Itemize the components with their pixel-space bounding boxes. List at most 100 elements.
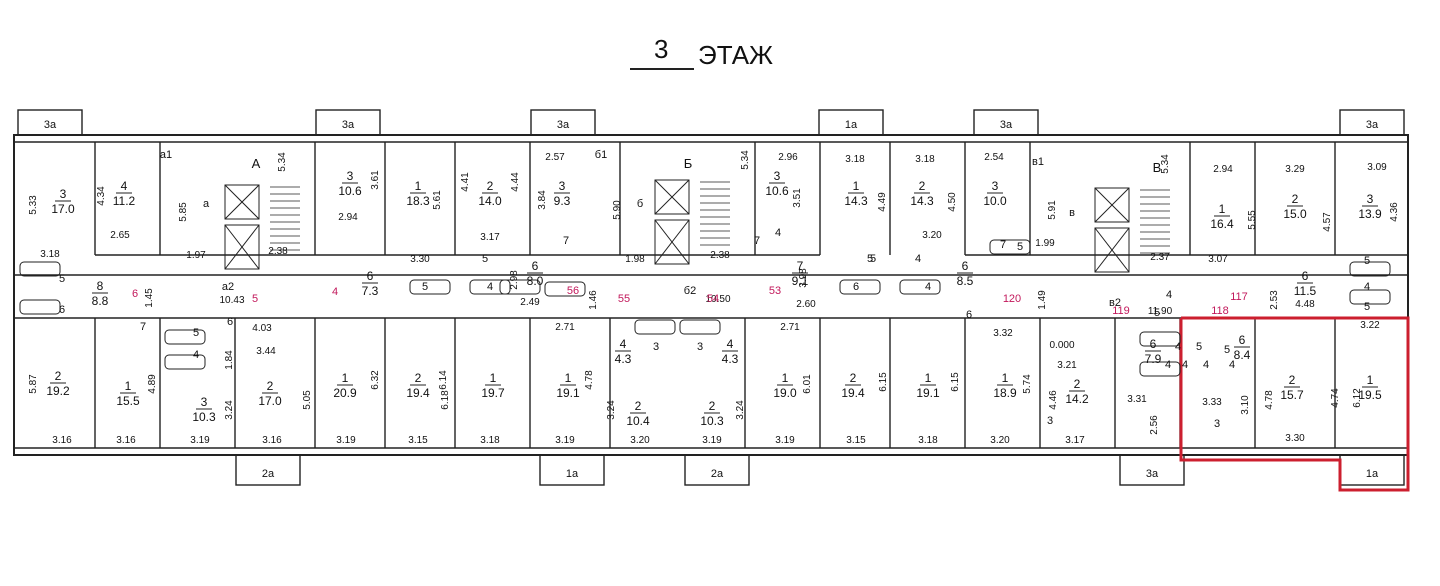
dimension-label: 3.24: [606, 400, 617, 420]
small-room-number: 4: [487, 281, 493, 293]
dimension-label: 3.15: [846, 435, 866, 446]
room-number: 2: [709, 399, 716, 413]
small-room-number: 3: [1047, 415, 1053, 427]
dimension-label: 2.94: [1213, 164, 1233, 175]
room-area: 10.3: [700, 414, 724, 428]
dimension-label: 3.98: [798, 268, 809, 288]
small-room-number: 5: [1364, 301, 1370, 313]
dimension-label: 2.65: [110, 230, 130, 241]
corridor-number: 55: [618, 293, 630, 305]
lift-shaft: [1094, 187, 1130, 223]
room-number: 7: [797, 259, 804, 273]
dimension-label: 3.30: [410, 254, 430, 265]
room-area: 19.1: [556, 386, 580, 400]
dimension-label: 3.17: [480, 232, 500, 243]
dimension-label: 4.46: [1048, 390, 1059, 410]
stair-label: б2: [684, 285, 696, 297]
dimension-label: 2.49: [520, 297, 540, 308]
stair-label: а: [203, 198, 210, 210]
dimension-label: 3.22: [1360, 320, 1380, 331]
room-number: 1: [1002, 371, 1009, 385]
small-room-number: 5: [1154, 307, 1160, 319]
small-room-number: 4: [915, 253, 921, 265]
dimension-label: 3.29: [1285, 164, 1305, 175]
lift-cross: [1094, 187, 1130, 223]
small-room-number: 5: [1364, 255, 1370, 267]
dimension-label: 6.14: [438, 370, 449, 390]
small-room-number: 6: [59, 304, 65, 316]
small-room-number: 5: [1017, 241, 1023, 253]
sanitary-fixture: [1349, 289, 1391, 305]
stair-label: в1: [1032, 156, 1044, 168]
balcony-bottom-label: 2а: [262, 468, 275, 480]
room-area: 9.3: [554, 194, 571, 208]
stair-label: а2: [222, 281, 234, 293]
corridor-number: 4: [332, 286, 338, 298]
room-number: 1: [342, 371, 349, 385]
balcony-top: [818, 109, 884, 136]
room-number: 6: [1239, 333, 1246, 347]
sanitary-fixture: [19, 299, 61, 315]
dimension-label: 4.78: [1264, 390, 1275, 410]
balcony-top: [17, 109, 83, 136]
small-room-number: 4: [1165, 359, 1171, 371]
entrance-letter: Б: [684, 156, 693, 171]
dimension-label: 3.44: [256, 346, 276, 357]
room-area: 9.1: [792, 274, 809, 288]
dimension-label: 2.53: [1269, 290, 1280, 310]
room-number: 1: [853, 179, 860, 193]
room-area: 18.3: [406, 194, 430, 208]
dimension-label: 3.16: [116, 435, 136, 446]
room-number: 1: [490, 371, 497, 385]
room-number: 2: [850, 371, 857, 385]
dimension-label: 5.74: [1022, 374, 1033, 394]
dimension-label: 2.71: [555, 322, 575, 333]
sanitary-fixture: [499, 279, 541, 295]
dimension-label: 6.01: [802, 374, 813, 394]
small-room-number: 5: [193, 327, 199, 339]
dimension-label: 3.24: [735, 400, 746, 420]
room-area: 7.3: [362, 284, 379, 298]
room-number: 2: [1074, 377, 1081, 391]
dimension-label: 3.19: [555, 435, 575, 446]
room-number: 2: [487, 179, 494, 193]
balcony-bottom-label: 3а: [1146, 468, 1159, 480]
small-room-number: 3: [1214, 418, 1220, 430]
small-room-number: 3: [697, 341, 703, 353]
room-area: 4.3: [722, 352, 739, 366]
small-room-number: 6: [227, 316, 233, 328]
sanitary-fixture: [544, 281, 586, 297]
small-room-number: 3: [653, 341, 659, 353]
dimension-label: 2.56: [1149, 415, 1160, 435]
balcony-top-label: 3а: [1366, 119, 1379, 131]
dimension-label: 3.61: [370, 170, 381, 190]
room-area: 20.9: [333, 386, 357, 400]
room-area: 10.6: [338, 184, 362, 198]
room-number: 1: [782, 371, 789, 385]
room-area: 18.9: [993, 386, 1017, 400]
dimension-label: 5.85: [178, 202, 189, 222]
lift-cross: [654, 179, 690, 215]
sanitary-fixture: [1349, 261, 1391, 277]
room-area: 8.5: [957, 274, 974, 288]
stair-label: в2: [1109, 297, 1121, 309]
room-number: 1: [125, 379, 132, 393]
dimension-label: 5.91: [1047, 200, 1058, 220]
stair-label: в: [1069, 207, 1075, 219]
dimension-label: 3.20: [630, 435, 650, 446]
balcony-bottom: [1119, 454, 1185, 486]
corridor-number: 117: [1230, 291, 1248, 303]
dimension-label: 6.15: [878, 372, 889, 392]
room-area: 15.5: [116, 394, 140, 408]
room-number: 2: [1292, 192, 1299, 206]
dimension-label: 5.34: [740, 150, 751, 170]
room-number: 3: [201, 395, 208, 409]
small-room-number: 6: [853, 281, 859, 293]
dimension-label: 3.20: [922, 230, 942, 241]
dimension-label: 1.98: [625, 254, 645, 265]
lift-shaft: [224, 184, 260, 220]
small-room-number: 4: [1175, 341, 1181, 353]
small-room-number: 4: [1203, 359, 1209, 371]
room-number: 1: [565, 371, 572, 385]
room-area: 8.4: [1234, 348, 1251, 362]
